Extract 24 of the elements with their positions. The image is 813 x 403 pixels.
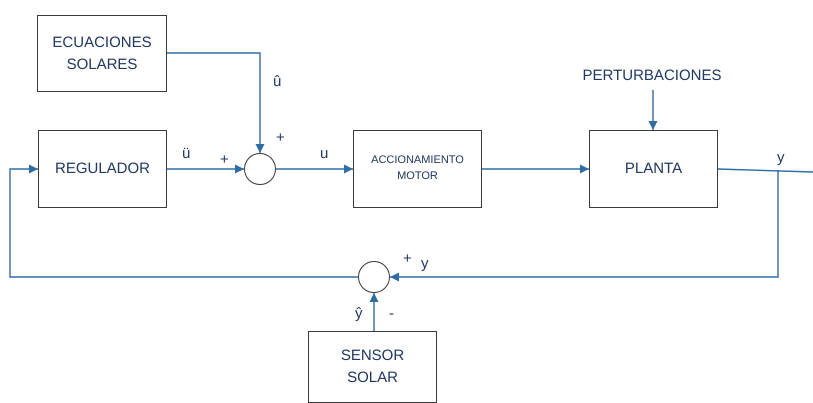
- block-label: ECUACIONES SOLARES: [51, 32, 153, 74]
- block-label: SENSOR SOLAR: [340, 346, 406, 388]
- controller-box: [38, 130, 167, 208]
- arrow: [276, 164, 353, 174]
- summing-junction: [358, 261, 390, 293]
- arrow: [390, 170, 779, 282]
- actuator-box: [353, 130, 482, 208]
- arrow: [9, 164, 358, 278]
- equation-box: [37, 15, 167, 92]
- arrow: [370, 293, 378, 331]
- signal-label: û: [272, 74, 282, 89]
- plant-box: [589, 130, 718, 208]
- summing-junction: [244, 153, 276, 185]
- arrow: [167, 164, 244, 174]
- disturbance-label: PERTURBACIONES: [582, 66, 722, 86]
- sensor-box: [308, 331, 437, 403]
- arrow: [482, 164, 589, 174]
- signal-label: ŷ: [354, 306, 364, 321]
- signal-label: ü: [181, 146, 192, 161]
- block-label: ACCIONAMIENTO MOTOR: [370, 153, 465, 184]
- arrow: [648, 90, 658, 130]
- block-label: PLANTA: [624, 159, 684, 180]
- arrow: [167, 52, 264, 153]
- block-label: REGULADOR: [54, 159, 152, 180]
